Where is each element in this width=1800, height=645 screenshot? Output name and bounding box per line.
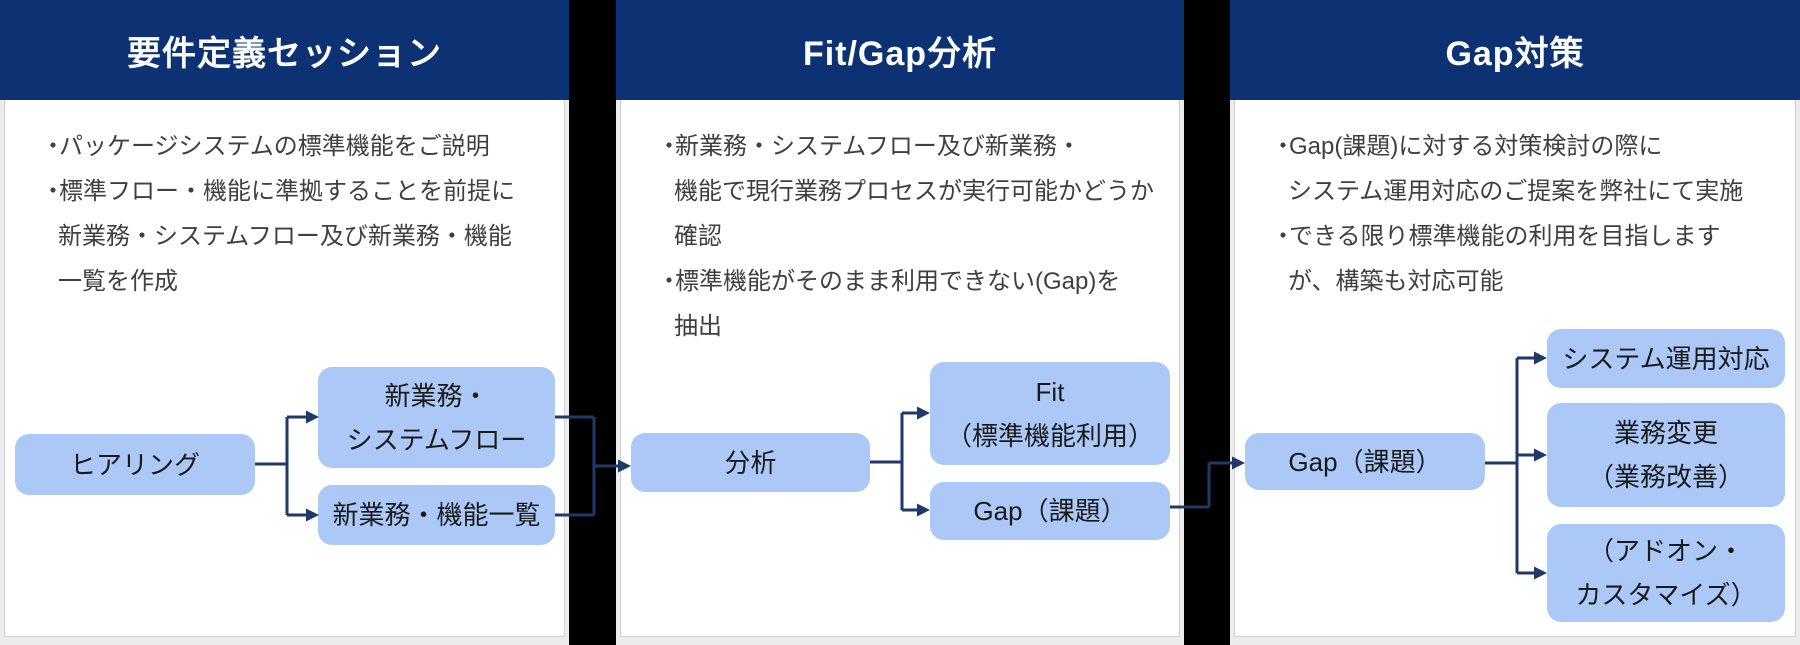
- box-new-system-flow: 新業務・ システムフロー: [318, 367, 555, 468]
- panel-requirements-notes: ・パッケージシステムの標準機能をご説明 ・標準フロー・機能に準拠することを前提に…: [5, 100, 564, 304]
- panel-requirements-header: 要件定義セッション: [0, 0, 569, 100]
- bullet-line: ・できる限り標準機能の利用を目指します: [1271, 214, 1769, 259]
- box-hearing: ヒアリング: [15, 434, 255, 495]
- box-new-function-list: 新業務・機能一覧: [318, 485, 555, 545]
- bullet-glyph: ・: [41, 178, 65, 205]
- bullet-glyph: ・: [657, 133, 681, 160]
- continuation-line: 機能で現行業務プロセスが実行可能かどうか: [674, 178, 1154, 205]
- continuation-line: が、構築も対応可能: [1288, 268, 1504, 295]
- panel-gap-title: Gap対策: [1445, 34, 1585, 73]
- box-addon-customize: （アドオン・ カスタマイズ）: [1547, 524, 1785, 622]
- bullet-glyph: ・: [657, 268, 681, 295]
- bullet-line: ・新業務・システムフロー及び新業務・: [657, 124, 1153, 169]
- bullet-line: ・Gap(課題)に対する対策検討の際に: [1271, 124, 1769, 169]
- panel-gap-notes: ・Gap(課題)に対する対策検討の際に システム運用対応のご提案を弊社にて実施 …: [1235, 100, 1795, 304]
- continuation-line: 確認: [674, 223, 722, 250]
- box-fit: Fit （標準機能利用）: [930, 362, 1170, 465]
- continuation-line: 新業務・システムフロー及び新業務・機能: [58, 223, 512, 250]
- box-analysis: 分析: [631, 433, 870, 492]
- divider-bar: [569, 0, 616, 645]
- bullet-glyph: ・: [41, 133, 65, 160]
- divider-bar: [1184, 0, 1230, 645]
- panel-gap-countermeasures: Gap対策 ・Gap(課題)に対する対策検討の際に システム運用対応のご提案を弊…: [1230, 0, 1800, 645]
- panel-requirements-session: 要件定義セッション ・パッケージシステムの標準機能をご説明 ・標準フロー・機能に…: [0, 0, 569, 645]
- box-business-change: 業務変更 （業務改善）: [1547, 403, 1785, 507]
- continuation-line: システム運用対応のご提案を弊社にて実施: [1288, 178, 1744, 205]
- box-system-operation: システム運用対応: [1547, 329, 1785, 388]
- panel-fitgap-title: Fit/Gap分析: [802, 34, 998, 73]
- bullet-line: ・標準フロー・機能に準拠することを前提に: [41, 169, 538, 214]
- bullet-line: ・標準機能がそのまま利用できない(Gap)を: [657, 259, 1153, 304]
- panel-fitgap-notes: ・新業務・システムフロー及び新業務・ 機能で現行業務プロセスが実行可能かどうか …: [621, 100, 1179, 349]
- continuation-line: 抽出: [674, 313, 722, 340]
- continuation-line: 一覧を作成: [58, 268, 178, 295]
- bullet-glyph: ・: [1271, 223, 1295, 250]
- box-gap-issue: Gap（課題）: [930, 482, 1170, 540]
- bullet-glyph: ・: [1271, 133, 1295, 160]
- panel-gap-header: Gap対策: [1230, 0, 1800, 100]
- panel-fitgap-analysis: Fit/Gap分析 ・新業務・システムフロー及び新業務・ 機能で現行業務プロセス…: [616, 0, 1184, 645]
- panel-requirements-title: 要件定義セッション: [127, 34, 442, 73]
- panel-fitgap-header: Fit/Gap分析: [616, 0, 1184, 100]
- bullet-line: ・パッケージシステムの標準機能をご説明: [41, 124, 538, 169]
- box-gap-issue-2: Gap（課題）: [1245, 433, 1485, 490]
